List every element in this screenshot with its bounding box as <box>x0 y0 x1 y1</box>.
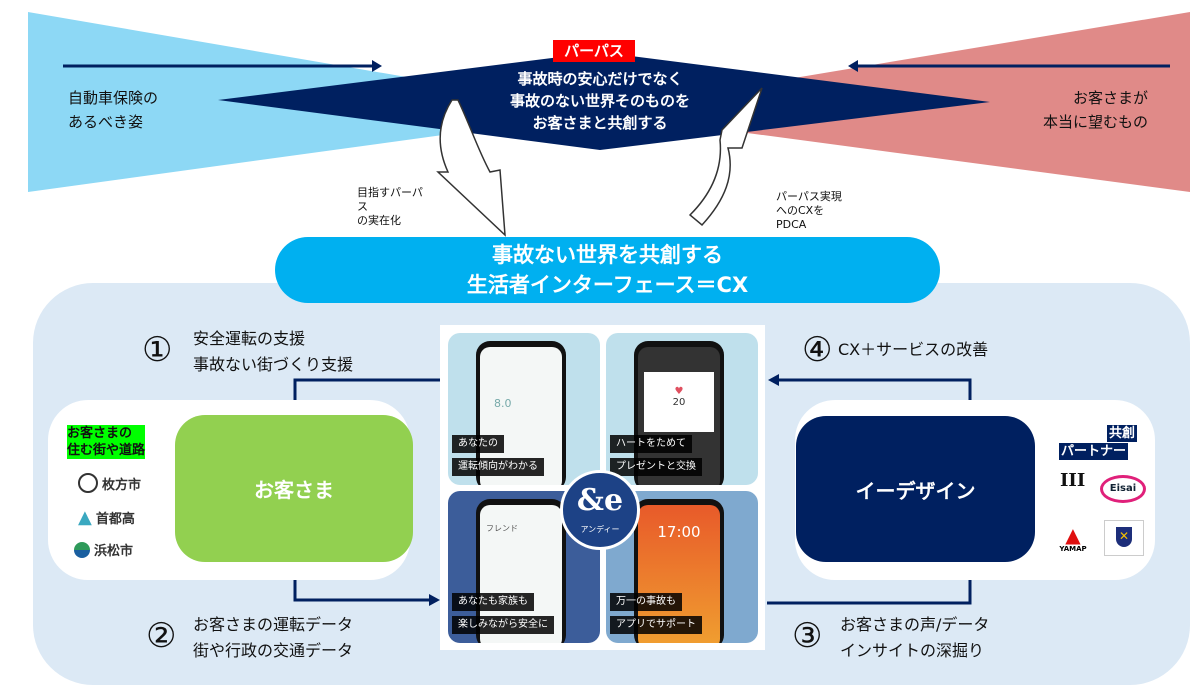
app-panel-hearts: ♥20 ハートをためて プレゼントと交換 <box>606 333 758 485</box>
step-2-text: お客さまの運転データ 街や行政の交通データ <box>193 615 354 660</box>
heart-icon: ♥ <box>674 386 684 397</box>
hamamatsu-logo: 浜松市 <box>74 540 133 559</box>
andy-app-logo: &e アンディー <box>560 470 640 550</box>
panel-caption-1: ハートをためて <box>610 435 692 453</box>
right-arrow-head <box>848 60 858 72</box>
step-4-text: CX＋サービスの改善 <box>838 340 989 359</box>
flow-arrow-2 <box>429 594 440 606</box>
city-emblem-icon <box>78 473 98 493</box>
step-4-number: ④ <box>802 330 833 370</box>
hirakata-label: 枚方市 <box>102 477 142 493</box>
panel-caption-2: プレゼントと交換 <box>610 458 702 476</box>
flow-arrow-4 <box>768 374 779 386</box>
andy-logo-subtitle: アンディー <box>580 525 620 534</box>
step-1-number: ① <box>142 330 173 370</box>
right-wedge-label: お客さまが 本当に望むもの <box>1042 89 1148 131</box>
up-curved-arrow <box>688 87 763 227</box>
left-wedge-label: 自動車保険の あるべき姿 <box>68 89 159 131</box>
panel-caption-2: 運転傾向がわかる <box>452 458 544 476</box>
university-shield-icon: ✕ <box>1116 527 1132 547</box>
flow-line-3 <box>767 572 972 605</box>
partner-tag-line2: パートナー <box>1059 443 1129 460</box>
hamamatsu-label: 浜松市 <box>94 544 134 559</box>
cx-interface-pill: 事故ない世界を共創する 生活者インターフェース＝CX <box>275 237 940 303</box>
panel-caption-2: アプリでサポート <box>610 616 702 634</box>
yamap-mountain-icon: ▲ <box>1065 523 1081 547</box>
shutoko-label: 首都高 <box>95 512 135 527</box>
edesign-box: イーデザイン <box>796 416 1035 562</box>
andy-logo-mark: &e <box>576 483 624 518</box>
up-arrow-note: パーパス実現 へのCXを PDCA <box>776 190 842 231</box>
customer-box: お客さま <box>175 415 413 562</box>
score-value: 8.0 <box>494 397 512 410</box>
down-curved-arrow <box>436 99 506 237</box>
app-screenshot-collage: 8.0 あなたの 運転傾向がわかる ♥20 ハートをためて プレゼントと交換 フ… <box>440 325 765 650</box>
lock-screen-time: 17:00 <box>657 523 701 541</box>
friend-label: フレンド <box>486 524 518 533</box>
partner-tag-line1: 共創 <box>1107 425 1138 442</box>
shutoko-logo: ▲首都高 <box>78 507 135 528</box>
panel-caption-2: 楽しみながら安全に <box>452 616 554 634</box>
partner-logo-university: ✕ <box>1104 520 1144 556</box>
partner-logo-iii: III <box>1060 470 1086 491</box>
shutoko-emblem-icon: ▲ <box>78 507 92 528</box>
panel-caption-1: 万一の事故も <box>610 593 682 611</box>
step-2-number: ② <box>146 616 177 656</box>
yamap-label: YAMAP <box>1059 545 1087 553</box>
heart-count: 20 <box>672 397 686 408</box>
panel-caption-1: あなたも家族も <box>452 593 534 611</box>
app-panel-family: フレンド あなたも家族も 楽しみながら安全に <box>448 491 600 643</box>
step-1-text: 安全運転の支援 事故ない街づくり支援 <box>193 329 354 374</box>
flow-line-4 <box>778 378 972 400</box>
partner-logo-eisai: Eisai <box>1100 475 1146 503</box>
hamamatsu-emblem-icon <box>74 541 90 558</box>
step-3-text: お客さまの声/データ インサイトの深掘り <box>840 615 990 660</box>
hirakata-logo: 枚方市 <box>78 473 141 493</box>
step-3-number: ③ <box>792 616 823 656</box>
partner-logo-yamap: ▲YAMAP <box>1056 525 1090 553</box>
purpose-tag: パーパス <box>553 40 635 62</box>
app-panel-driving: 8.0 あなたの 運転傾向がわかる <box>448 333 600 485</box>
left-arrow-head <box>372 60 382 72</box>
down-arrow-note: 目指すパーパ ス の実在化 <box>357 186 423 227</box>
flow-line-1 <box>293 378 440 405</box>
purpose-diamond <box>218 52 990 150</box>
customer-tag: お客さまの 住む街や道路 <box>67 425 146 459</box>
purpose-text: 事故時の安心だけでなく 事故のない世界そのものを お客さまと共創する <box>509 70 690 132</box>
panel-caption-1: あなたの <box>452 435 504 453</box>
